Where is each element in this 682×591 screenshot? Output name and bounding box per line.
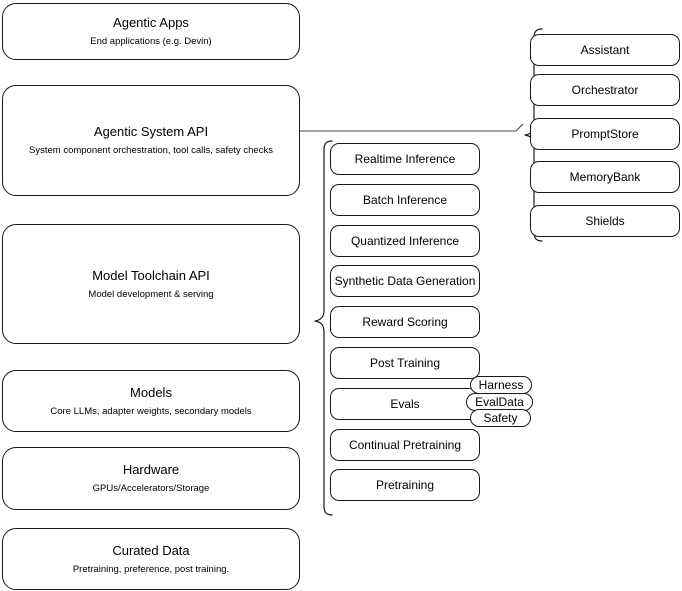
capability-label: Synthetic Data Generation <box>334 273 476 288</box>
capability-pretraining[interactable]: Pretraining <box>330 469 480 501</box>
evals-subcomponent-label: EvalData <box>475 395 524 409</box>
layer-subtitle: Model development & serving <box>88 288 214 300</box>
component-promptstore[interactable]: PromptStore <box>530 118 680 150</box>
component-memorybank[interactable]: MemoryBank <box>530 161 680 193</box>
evals-subcomponent-label: Safety <box>483 411 518 425</box>
capability-label: Reward Scoring <box>362 314 448 329</box>
capability-label: Continual Pretraining <box>348 437 462 452</box>
layer-subtitle: GPUs/Accelerators/Storage <box>92 483 210 494</box>
layer-hardware[interactable]: Hardware GPUs/Accelerators/Storage <box>2 447 300 510</box>
layer-subtitle: End applications (e.g. Devin) <box>90 36 212 47</box>
component-assistant[interactable]: Assistant <box>530 34 680 66</box>
capability-label: Batch Inference <box>362 192 448 207</box>
evals-subcomponent-evaldata[interactable]: EvalData <box>466 393 533 411</box>
component-label: Shields <box>585 213 625 228</box>
capability-label: Realtime Inference <box>354 151 456 166</box>
evals-subcomponent-label: Harness <box>478 378 524 392</box>
component-shields[interactable]: Shields <box>530 205 680 237</box>
capability-post-training[interactable]: Post Training <box>330 347 480 379</box>
layer-agentic-system-api[interactable]: Agentic System API System component orch… <box>2 85 300 196</box>
layer-title: Models <box>130 384 172 400</box>
capability-batch-inference[interactable]: Batch Inference <box>330 184 480 216</box>
capability-synthetic-data-generation[interactable]: Synthetic Data Generation <box>330 265 480 297</box>
capability-label: Evals <box>390 396 420 411</box>
capability-label: Quantized Inference <box>350 233 460 248</box>
component-label: Orchestrator <box>571 82 639 97</box>
capability-reward-scoring[interactable]: Reward Scoring <box>330 306 480 338</box>
layer-title: Agentic Apps <box>113 15 189 30</box>
evals-subcomponent-safety[interactable]: Safety <box>470 409 531 427</box>
layer-subtitle: Core LLMs, adapter weights, secondary mo… <box>50 405 252 417</box>
layer-curated-data[interactable]: Curated Data Pretraining, preference, po… <box>2 528 300 590</box>
layer-title: Curated Data <box>112 542 190 558</box>
layer-subtitle: Pretraining, preference, post training. <box>72 563 230 575</box>
capability-label: Post Training <box>369 355 441 370</box>
layer-title: Hardware <box>122 462 180 477</box>
agentic-system-connector <box>300 123 524 132</box>
capability-quantized-inference[interactable]: Quantized Inference <box>330 225 480 257</box>
component-label: Assistant <box>580 42 630 57</box>
evals-subcomponent-harness[interactable]: Harness <box>470 376 532 394</box>
layer-title: Agentic System API <box>93 124 209 139</box>
capability-continual-pretraining[interactable]: Continual Pretraining <box>330 429 480 461</box>
component-label: PromptStore <box>571 126 639 141</box>
layer-agentic-apps[interactable]: Agentic Apps End applications (e.g. Devi… <box>2 3 300 60</box>
capability-evals[interactable]: Evals <box>330 388 480 420</box>
capability-realtime-inference[interactable]: Realtime Inference <box>330 143 480 175</box>
component-orchestrator[interactable]: Orchestrator <box>530 74 680 106</box>
layer-title: Model Toolchain API <box>92 267 210 283</box>
layer-model-toolchain-api[interactable]: Model Toolchain API Model development & … <box>2 224 300 344</box>
layer-subtitle: System component orchestration, tool cal… <box>29 145 273 156</box>
layer-models[interactable]: Models Core LLMs, adapter weights, secon… <box>2 370 300 432</box>
capability-label: Pretraining <box>375 477 435 492</box>
component-label: MemoryBank <box>569 169 641 184</box>
